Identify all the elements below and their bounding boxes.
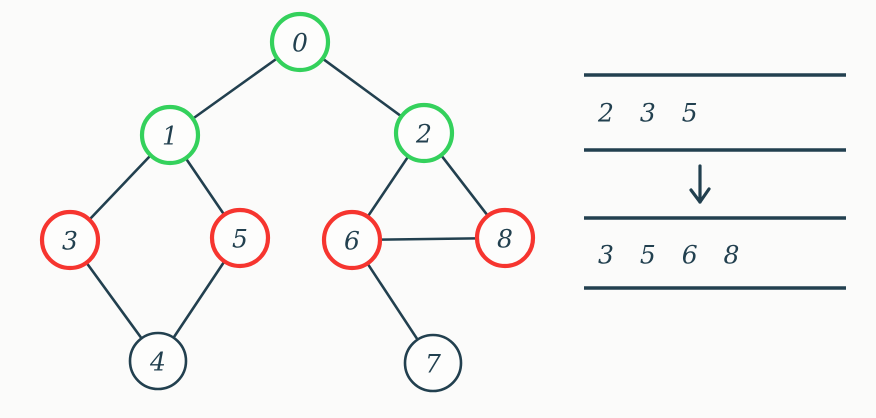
node-label-8: 8 bbox=[497, 225, 513, 254]
graph-edge-1-3 bbox=[88, 154, 152, 221]
node-outline-3 bbox=[39, 209, 101, 271]
graph-edges bbox=[85, 57, 489, 341]
queue-rules bbox=[584, 73, 846, 290]
graph-edge-6-7 bbox=[366, 262, 419, 341]
node-label-7: 7 bbox=[425, 350, 441, 379]
node-outline-7 bbox=[403, 333, 463, 393]
graph-nodes: 0 1 2 3 5 6 8 4 7 bbox=[39, 11, 536, 393]
graph-node-8[interactable]: 8 bbox=[474, 207, 536, 269]
node-label-4: 4 bbox=[149, 348, 166, 377]
graph-edge-3-4 bbox=[85, 262, 143, 339]
down-arrow-icon bbox=[689, 164, 711, 204]
graph-node-0[interactable]: 0 bbox=[269, 11, 331, 73]
node-label-2: 2 bbox=[415, 120, 432, 149]
node-outline-1 bbox=[139, 104, 201, 166]
graph-edge-1-5 bbox=[185, 157, 225, 216]
node-outline-5 bbox=[209, 207, 271, 269]
graph-node-3[interactable]: 3 bbox=[39, 209, 101, 271]
node-outline-8 bbox=[474, 207, 536, 269]
queue-rows: 2 3 5 3 5 6 8 bbox=[597, 99, 748, 270]
graph-node-4[interactable]: 4 bbox=[128, 331, 188, 391]
node-label-3: 3 bbox=[62, 227, 78, 256]
graph-node-1[interactable]: 1 bbox=[139, 104, 201, 166]
queue-row-after: 3 5 6 8 bbox=[598, 241, 748, 270]
node-outline-4 bbox=[128, 331, 188, 391]
node-label-0: 0 bbox=[292, 29, 308, 58]
node-label-5: 5 bbox=[232, 225, 248, 254]
arrow-head bbox=[689, 187, 711, 204]
queue-row-before: 2 3 5 bbox=[597, 99, 707, 128]
graph-edge-2-6 bbox=[366, 155, 410, 218]
graph-node-7[interactable]: 7 bbox=[403, 333, 463, 393]
node-outline-6 bbox=[321, 209, 383, 271]
graph-node-5[interactable]: 5 bbox=[209, 207, 271, 269]
graph-edge-5-4 bbox=[172, 260, 226, 339]
node-outline-2 bbox=[393, 102, 455, 164]
graph-node-6[interactable]: 6 bbox=[321, 209, 383, 271]
graph-edge-0-1 bbox=[192, 57, 278, 120]
graph-node-2[interactable]: 2 bbox=[393, 102, 455, 164]
node-label-1: 1 bbox=[162, 122, 178, 151]
graph-edge-6-8 bbox=[379, 237, 478, 241]
graph-edge-2-8 bbox=[440, 154, 489, 217]
graph-edge-0-2 bbox=[322, 57, 402, 118]
node-outline-0 bbox=[269, 11, 331, 73]
node-label-6: 6 bbox=[344, 227, 360, 256]
